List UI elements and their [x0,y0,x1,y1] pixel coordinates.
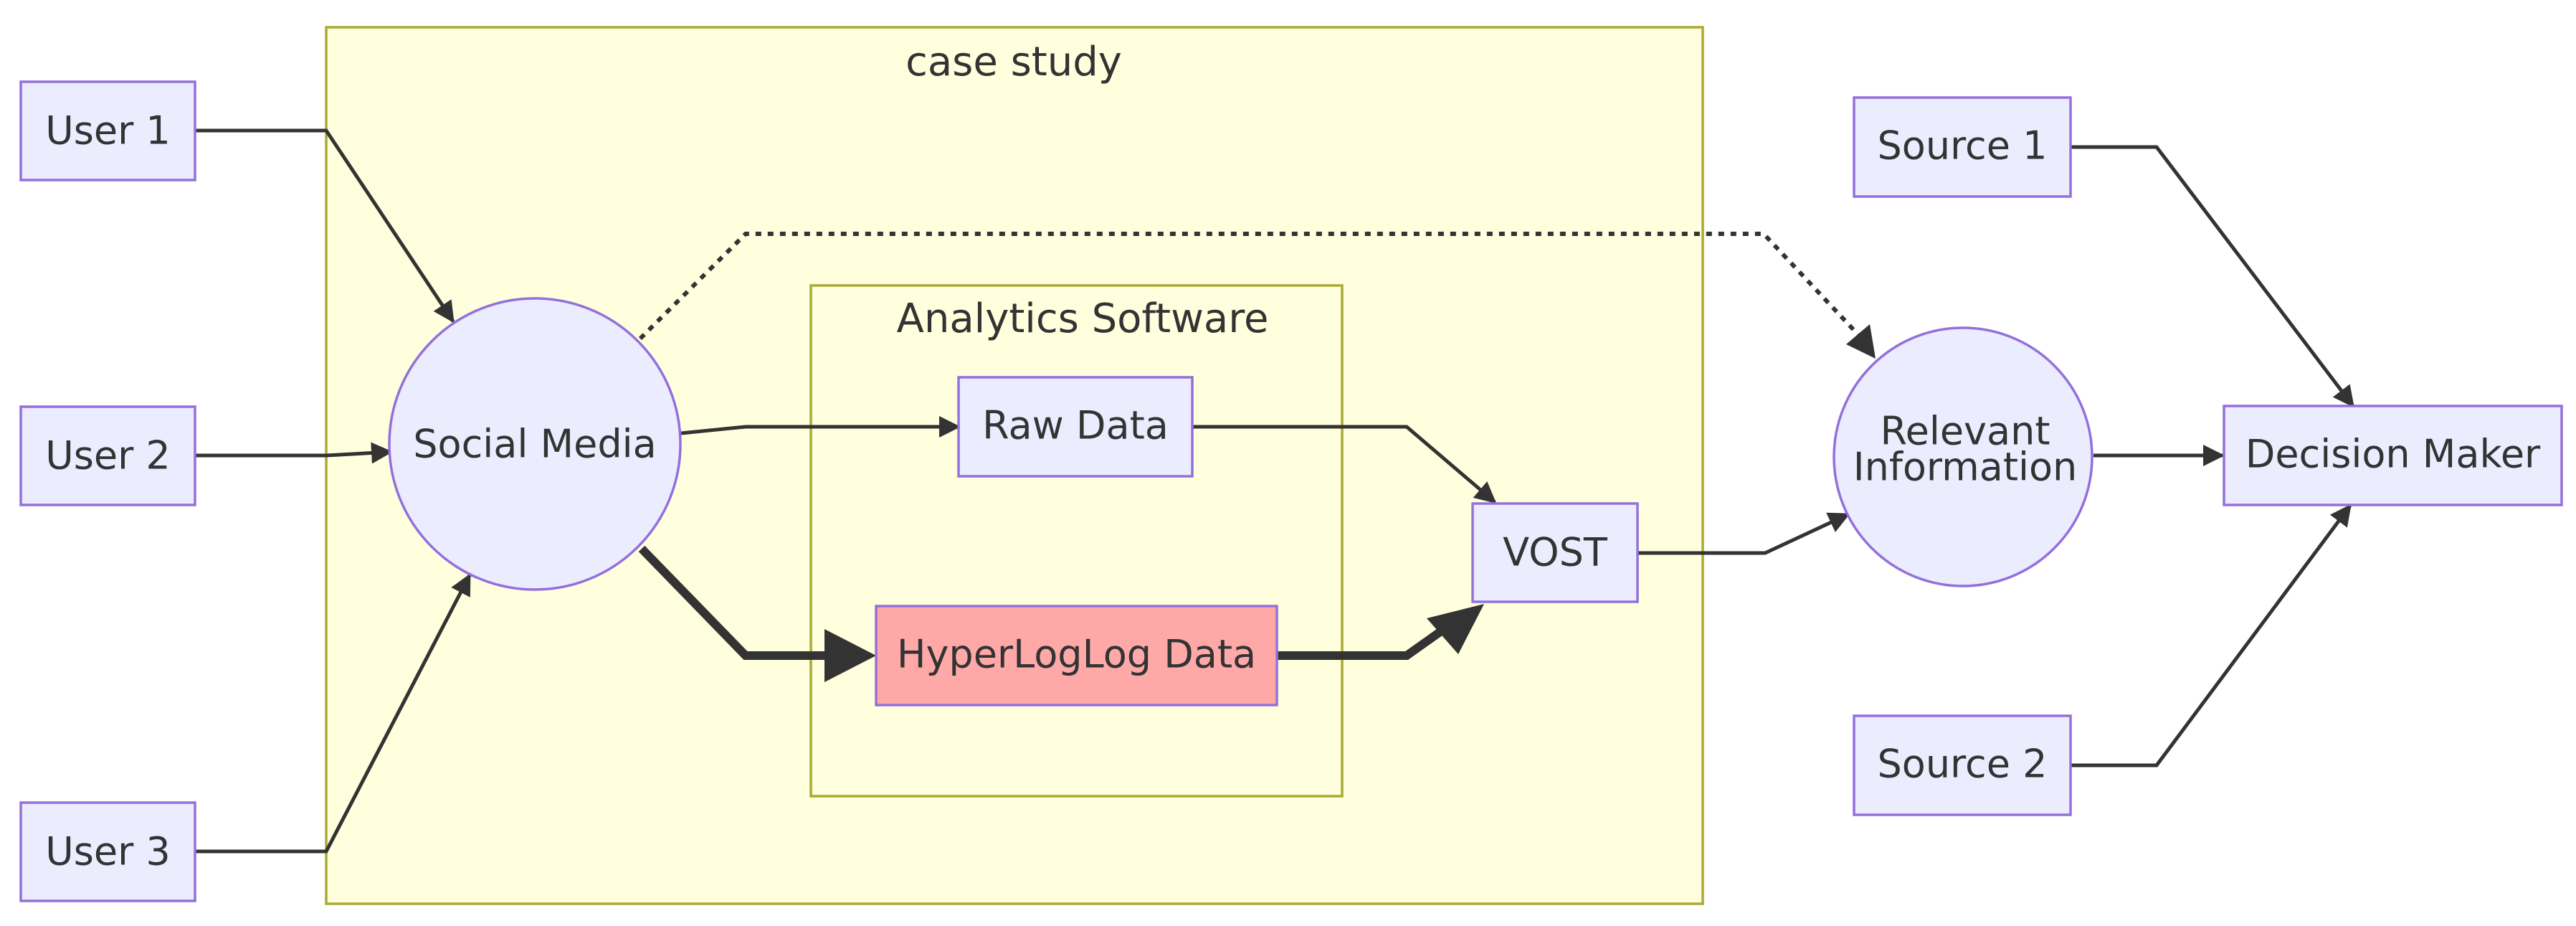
node-decision-maker[interactable]: Decision Maker [2223,405,2563,506]
node-raw-data[interactable]: Raw Data [957,376,1194,478]
node-social-media-label: Social Media [413,422,656,467]
node-hyperloglog-data[interactable]: HyperLogLog Data [875,605,1278,707]
edge-user1-social-media [195,128,455,323]
node-relevant-information-label-line2: Information [1853,445,2078,490]
node-user-2-label: User 2 [45,433,171,478]
node-user-1-label: User 1 [45,108,171,153]
node-user-3[interactable]: User 3 [19,801,196,902]
node-relevant-information-label-line1: Relevant [1881,409,2050,454]
edge-social-media-hyperloglog [638,545,832,660]
edge-vost-relevant-info [1638,512,1850,555]
edge-source1-decision-maker [2071,145,2354,408]
node-decision-maker-label: Decision Maker [2245,432,2541,477]
node-source-2-label: Source 2 [1878,742,2048,787]
edge-source2-decision-maker [2071,504,2352,767]
arrowhead-vost [1427,604,1484,654]
node-source-2[interactable]: Source 2 [1853,714,2072,816]
node-user-2[interactable]: User 2 [19,405,196,506]
node-vost[interactable]: VOST [1471,502,1639,603]
cluster-case-study-label: case study [906,39,1122,85]
arrowhead-hyperloglog [824,629,876,682]
edge-user2-social-media [195,442,393,464]
node-social-media[interactable]: Social Media [388,297,682,591]
node-source-1-label: Source 1 [1878,123,2048,169]
node-source-1[interactable]: Source 1 [1853,96,2072,198]
edge-social-media-relevant-info [638,232,1863,341]
node-raw-data-label: Raw Data [982,403,1169,448]
node-user-1[interactable]: User 1 [19,80,196,181]
edge-social-media-raw-data [680,416,961,438]
edge-hyperloglog-vost [1277,628,1444,660]
node-hyperloglog-data-label: HyperLogLog Data [897,632,1256,677]
edge-raw-data-vost [1192,425,1497,504]
node-user-3-label: User 3 [45,829,171,874]
edge-user3-social-media [195,573,472,854]
node-vost-label: VOST [1503,530,1608,575]
cluster-analytics-software: Analytics Software [809,284,1344,798]
edges [195,128,2354,854]
arrowhead-relevant-info [1846,324,1876,359]
node-relevant-information[interactable]: Relevant Information [1833,326,2093,587]
cluster-analytics-software-label: Analytics Software [897,296,1269,342]
